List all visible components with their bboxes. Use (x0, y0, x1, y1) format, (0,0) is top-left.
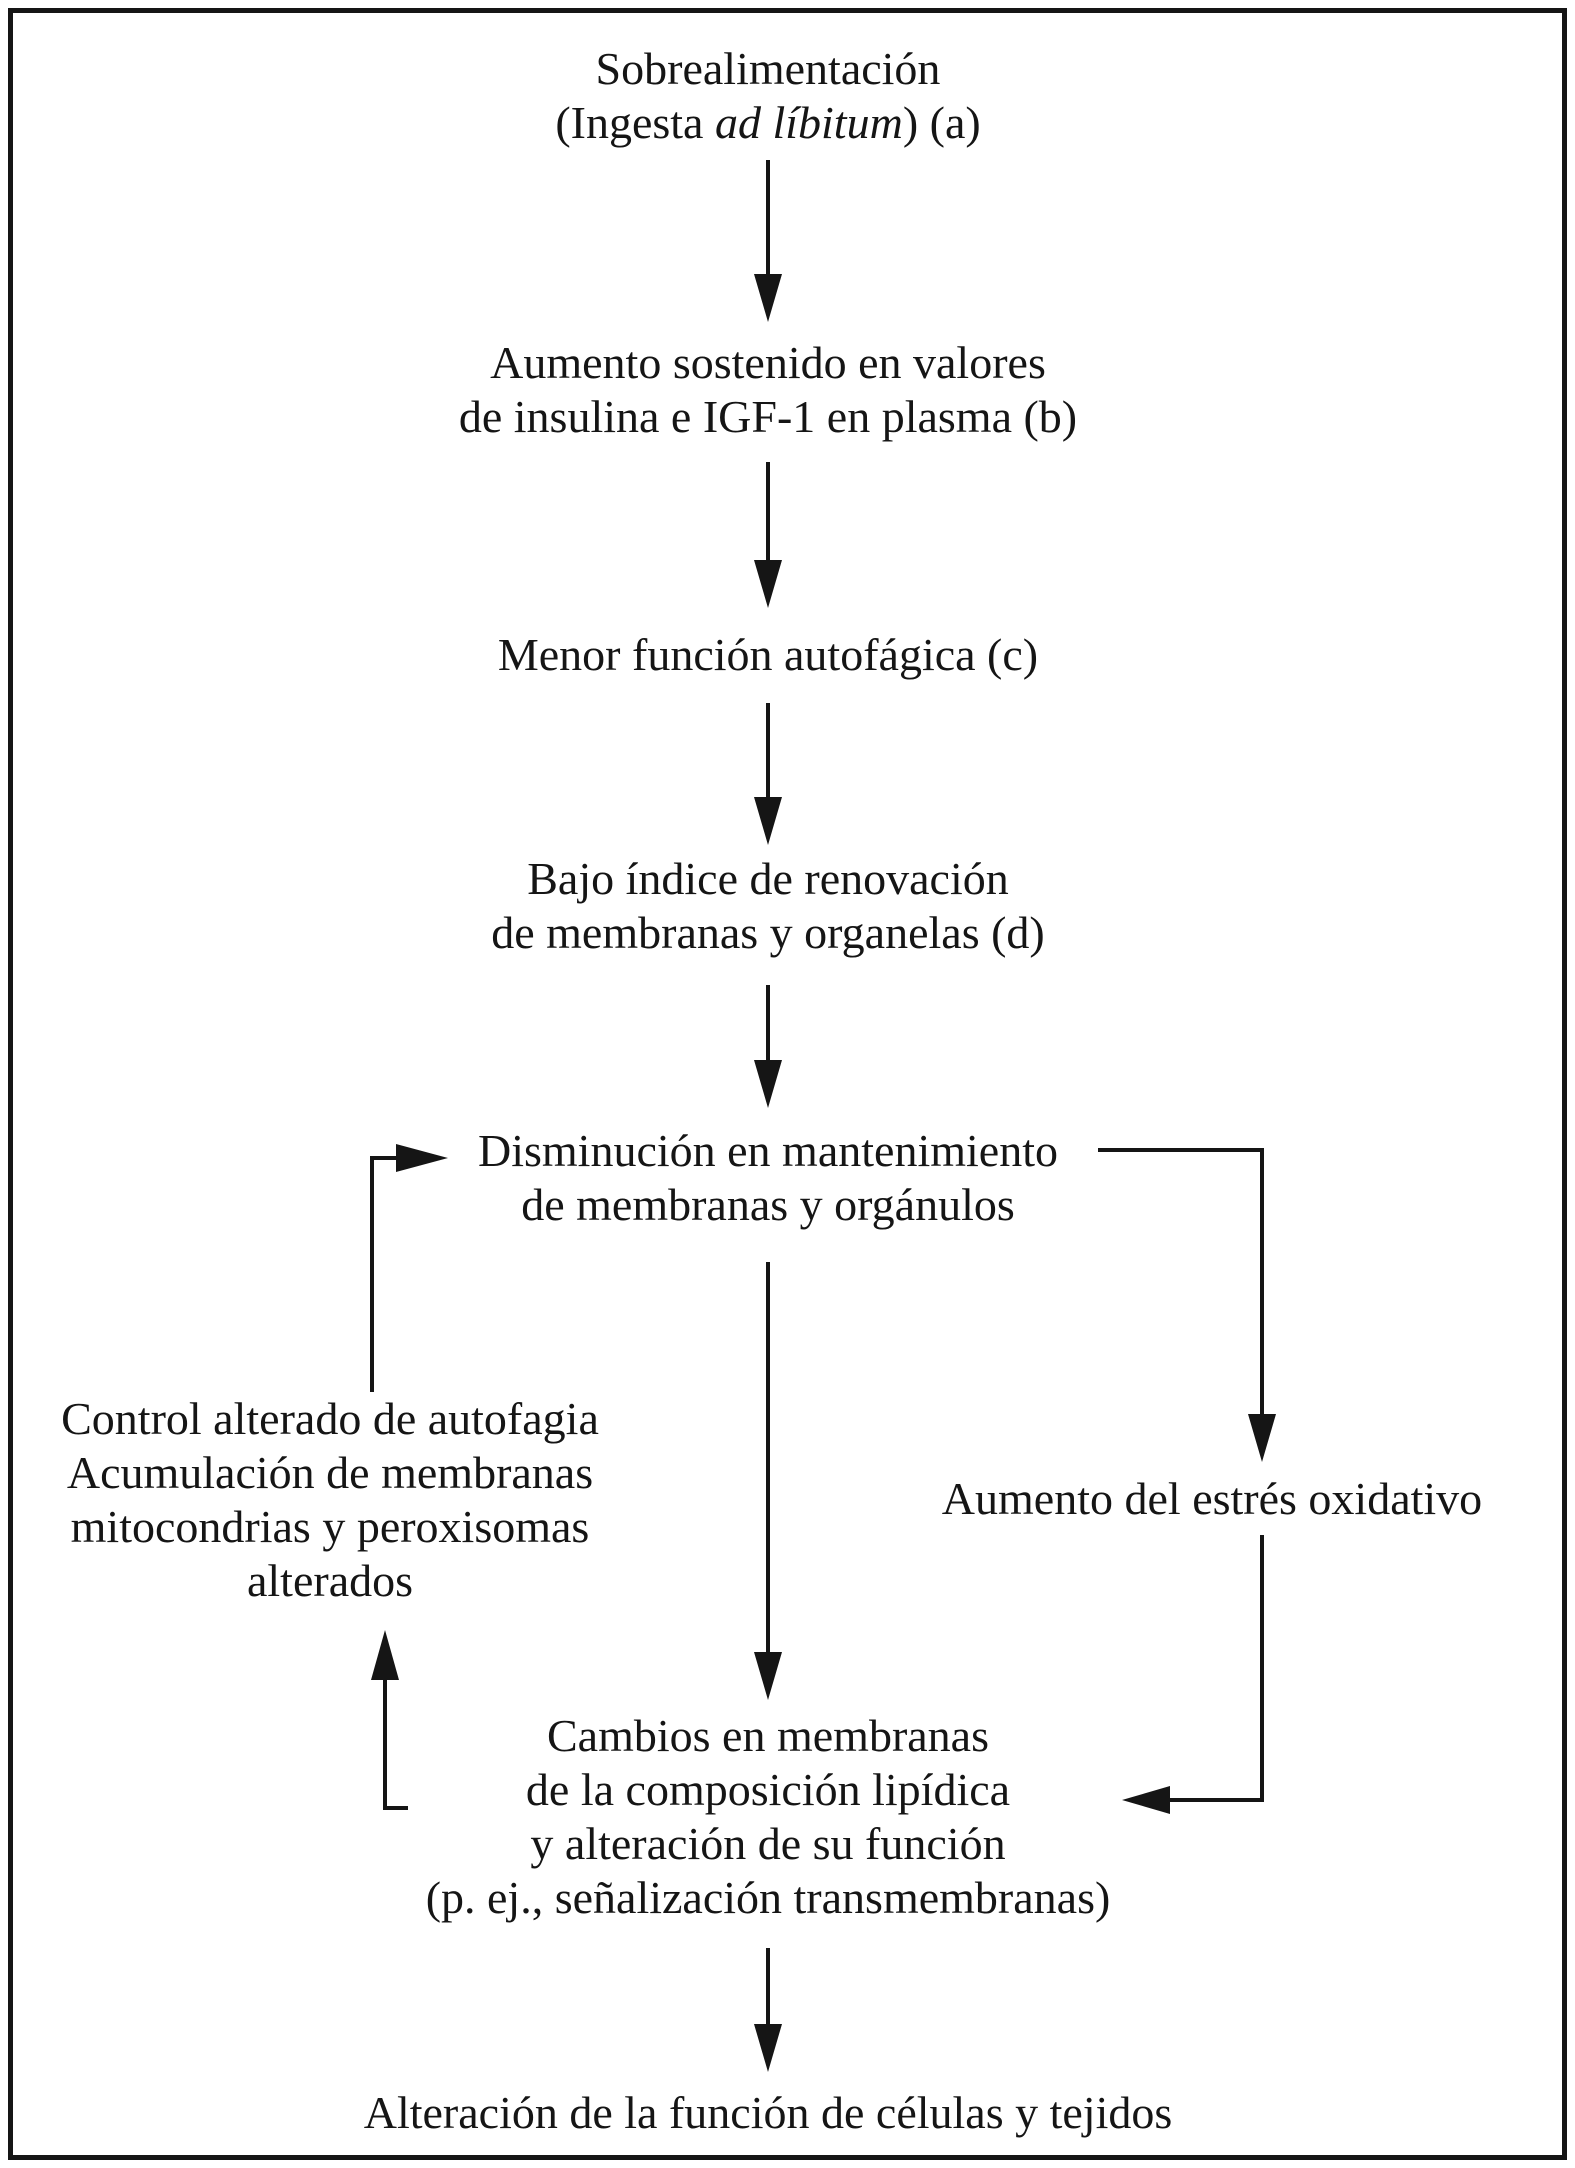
arrowhead-down-5 (754, 1652, 782, 1700)
node-mantenimiento: Disminución en mantenimiento de membrana… (318, 1124, 1218, 1232)
arrow-cambios-to-control (383, 1676, 408, 1810)
arrowhead-down-2 (754, 560, 782, 608)
node-control-line1: Control alterado de autofagia (61, 1393, 599, 1444)
arrow-control-to-mantenimiento (370, 1156, 400, 1392)
node-autofagia: Menor función autofágica (c) (318, 628, 1218, 682)
node-cambios-line2: de la composición lipídica (525, 1764, 1011, 1815)
node-sobrealimentacion-line2-suffix: ) (a) (902, 97, 981, 148)
arrow-estres-to-cambios (1166, 1535, 1264, 1802)
node-sobrealimentacion-line1: Sobrealimentación (595, 43, 941, 94)
node-control-line2: Acumulación de membranas (66, 1447, 594, 1498)
node-autofagia-line1: Menor función autofágica (c) (497, 629, 1039, 680)
node-insulina: Aumento sostenido en valores de insulina… (318, 336, 1218, 444)
arrowhead-left-1 (1122, 1786, 1170, 1814)
node-insulina-line1: Aumento sostenido en valores (490, 337, 1046, 388)
node-cambios-line4: (p. ej., señalización transmembranas) (425, 1872, 1111, 1923)
node-renovacion-line1: Bajo índice de renovación (527, 853, 1009, 904)
node-cambios: Cambios en membranas de la composición l… (318, 1709, 1218, 1925)
node-mantenimiento-line2: de membranas y orgánulos (521, 1179, 1015, 1230)
node-estres: Aumento del estrés oxidativo (862, 1472, 1562, 1526)
node-estres-line1: Aumento del estrés oxidativo (941, 1473, 1483, 1524)
node-renovacion-line2: de membranas y organelas (d) (491, 907, 1045, 958)
node-alteracion-line1: Alteración de la función de células y te… (363, 2087, 1173, 2138)
node-sobrealimentacion-line2: (Ingesta ad líbitum) (a) (318, 96, 1218, 150)
node-sobrealimentacion-line2-italic: ad líbitum (703, 97, 903, 148)
node-sobrealimentacion: Sobrealimentación (Ingesta ad líbitum) (… (318, 42, 1218, 150)
arrowhead-right-1 (396, 1144, 448, 1172)
node-control-line4: alterados (246, 1555, 414, 1606)
node-cambios-line1: Cambios en membranas (546, 1710, 989, 1761)
node-control-line3: mitocondrias y peroxisomas (70, 1501, 590, 1552)
arrowhead-down-1 (754, 274, 782, 322)
node-mantenimiento-line1: Disminución en mantenimiento (477, 1125, 1058, 1176)
arrowhead-down-4 (754, 1060, 782, 1108)
arrowhead-up-1 (371, 1630, 399, 1680)
node-insulina-line2: de insulina e IGF-1 en plasma (b) (458, 391, 1078, 442)
node-renovacion: Bajo índice de renovación de membranas y… (318, 852, 1218, 960)
arrowhead-down-6 (1248, 1414, 1276, 1462)
node-sobrealimentacion-line2-prefix: (Ingesta (555, 97, 704, 148)
node-cambios-line3: y alteración de su función (530, 1818, 1006, 1869)
arrowhead-down-7 (754, 2024, 782, 2072)
node-alteracion: Alteración de la función de células y te… (218, 2086, 1318, 2140)
node-control: Control alterado de autofagia Acumulació… (30, 1392, 630, 1608)
arrow-mantenimiento-to-estres (1098, 1148, 1264, 1418)
arrowhead-down-3 (754, 797, 782, 845)
